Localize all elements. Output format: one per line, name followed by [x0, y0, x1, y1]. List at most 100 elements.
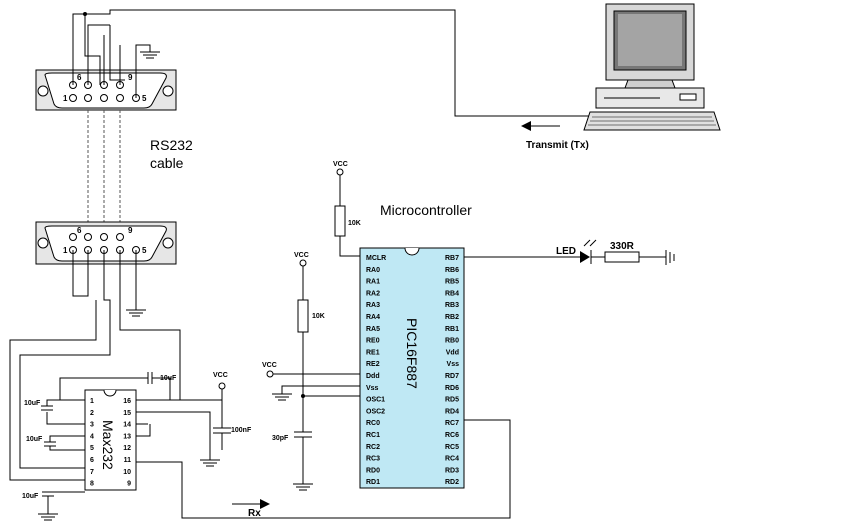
- pic-pin-left-re0: RE0: [366, 338, 380, 345]
- rs232-label: RS232: [150, 137, 193, 153]
- vcc-label-osc: VCC: [294, 252, 309, 259]
- ddd-supply: [266, 370, 360, 401]
- max232-pin-left-6: 6: [90, 457, 94, 464]
- pic-right-pins: RB7RB6RB5RB4RB3RB2RB1RB0VddVssRD7RD6RD5R…: [445, 255, 459, 486]
- osc-network: [293, 259, 360, 491]
- cap-10uf-bottom-label: 10uF: [22, 493, 39, 500]
- pic-pin-right-rd2: RD2: [445, 479, 459, 486]
- cap-10uf-top-label: 10uF: [160, 375, 177, 382]
- max232-pin-left-4: 4: [90, 433, 94, 440]
- pic-pin-left-ra1: RA1: [366, 279, 380, 286]
- pic-pin-left-ra3: RA3: [366, 302, 380, 309]
- pic-pin-right-vss: Vss: [447, 361, 460, 368]
- pin-label-9-bottom: 9: [128, 226, 133, 235]
- cap-10uf-left2-label: 10uF: [26, 436, 43, 443]
- db9-connector-bottom: 6 9 1 5: [35, 221, 177, 265]
- pic-pin-right-rb3: RB3: [445, 302, 459, 309]
- vcc-label-max232: VCC: [213, 372, 228, 379]
- pin-label-5-top: 5: [142, 94, 147, 103]
- pic-pin-left-osc1: OSC1: [366, 397, 385, 404]
- led-branch: [464, 239, 675, 265]
- mclr-pullup: [334, 168, 360, 257]
- pin-label-1-bottom: 1: [63, 246, 68, 255]
- pic-pin-left-rc2: RC2: [366, 444, 380, 451]
- pin-label-1-top: 1: [63, 94, 68, 103]
- vcc-label-ddd: VCC: [262, 362, 277, 369]
- pic16f887-chip: MCLRRA0RA1RA2RA3RA4RA5RE0RE1RE2DddVssOSC…: [359, 247, 465, 489]
- resistor-10k-mclr-label: 10K: [348, 220, 361, 227]
- rs232-cable: [87, 110, 121, 228]
- rx-line: [136, 419, 511, 519]
- pic-pin-right-rd3: RD3: [445, 467, 459, 474]
- pin-label-9-top: 9: [128, 73, 133, 82]
- pic-pin-left-osc2: OSC2: [366, 408, 385, 415]
- top-connector-wires: [72, 9, 598, 117]
- pic-pin-left-rc0: RC0: [366, 420, 380, 427]
- pic-pin-right-rc5: RC5: [445, 444, 459, 451]
- pic-pin-left-ra2: RA2: [366, 290, 380, 297]
- max232-right-pins: 16 15 14 13 12 11 10 9: [123, 398, 131, 488]
- pin-label-6-top: 6: [77, 73, 82, 82]
- max232-pin-right-11: 11: [124, 457, 132, 464]
- pic-pin-left-ra4: RA4: [366, 314, 380, 321]
- max232-pin-right-14: 14: [123, 422, 131, 429]
- max232-pin-left-1: 1: [90, 398, 94, 405]
- pic-pin-left-re2: RE2: [366, 361, 380, 368]
- vcc-label-mclr: VCC: [333, 161, 348, 168]
- pin-label-6-bottom: 6: [77, 226, 82, 235]
- max232-pin-left-5: 5: [90, 445, 94, 452]
- pic-pin-right-rb1: RB1: [445, 326, 459, 333]
- pic-pin-left-rd0: RD0: [366, 467, 380, 474]
- max232-pin-right-16: 16: [123, 398, 131, 405]
- pic-pin-left-ddd: Ddd: [366, 373, 380, 380]
- pic-name: PIC16F887: [404, 318, 420, 389]
- pic-pin-right-rb4: RB4: [445, 290, 459, 297]
- db9-connector-top: 6 9 1 5: [35, 69, 177, 111]
- pic-pin-left-rc1: RC1: [366, 432, 380, 439]
- max232-pin-right-9: 9: [127, 481, 131, 488]
- max232-pin-left-3: 3: [90, 422, 94, 429]
- pic-pin-left-re1: RE1: [366, 349, 380, 356]
- max232-pin-left-8: 8: [90, 481, 94, 488]
- pic-pin-right-rd5: RD5: [445, 397, 459, 404]
- pic-pin-right-rb5: RB5: [445, 279, 459, 286]
- pic-pin-right-rd4: RD4: [445, 408, 459, 415]
- pic-pin-left-ra0: RA0: [366, 267, 380, 274]
- max232-pin-right-15: 15: [123, 410, 131, 417]
- transmit-label: Transmit (Tx): [526, 140, 589, 151]
- cap-100nf-label: 100nF: [231, 427, 252, 434]
- resistor-330r-label: 330R: [610, 241, 635, 252]
- max232-pin-right-10: 10: [123, 469, 131, 476]
- pic-pin-left-vss: Vss: [366, 385, 379, 392]
- pic-pin-right-vdd: Vdd: [446, 349, 459, 356]
- max232-pin-left-2: 2: [90, 410, 94, 417]
- pic-pin-left-mclr: MCLR: [366, 255, 386, 262]
- pic-pin-right-rd6: RD6: [445, 385, 459, 392]
- rx-label: Rx: [248, 508, 261, 519]
- pic-pin-right-rb2: RB2: [445, 314, 459, 321]
- pic-pin-right-rb0: RB0: [445, 338, 459, 345]
- max232-pin-right-13: 13: [123, 433, 131, 440]
- led-label: LED: [556, 246, 576, 257]
- microcontroller-label: Microcontroller: [380, 202, 472, 218]
- pic-pin-right-rd7: RD7: [445, 373, 459, 380]
- pic-left-pins: MCLR RA0RA1RA2RA3RA4RA5RE0RE1RE2DddVssOSC…: [366, 255, 386, 486]
- pic-pin-right-rc4: RC4: [445, 456, 459, 463]
- max232-pin-right-12: 12: [123, 445, 131, 452]
- pic-pin-left-ra5: RA5: [366, 326, 380, 333]
- pic-pin-right-rc7: RC7: [445, 420, 459, 427]
- pic-pin-right-rc6: RC6: [445, 432, 459, 439]
- pin-label-5-bottom: 5: [142, 246, 147, 255]
- max232-support: [38, 372, 231, 521]
- pic-pin-left-rc3: RC3: [366, 456, 380, 463]
- max232-left-pins: 1 2 3 4 5 6 7 8: [90, 398, 94, 488]
- pic-pin-right-rb6: RB6: [445, 267, 459, 274]
- pic-pin-right-rb7: RB7: [445, 255, 459, 262]
- resistor-10k-osc-label: 10K: [312, 313, 325, 320]
- max232-name: Max232: [100, 420, 116, 470]
- max232-pin-left-7: 7: [90, 469, 94, 476]
- computer-icon: [583, 3, 721, 131]
- transmit-arrow: [521, 121, 560, 131]
